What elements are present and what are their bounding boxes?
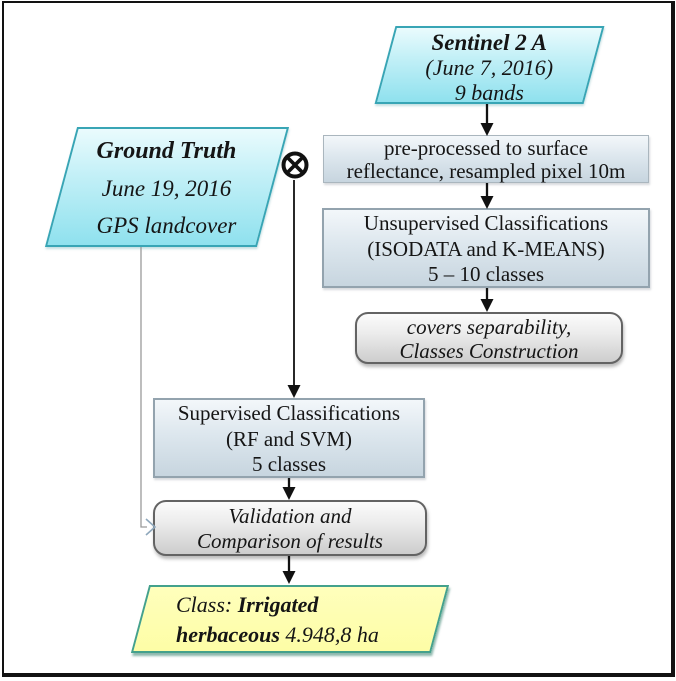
unsupervised-line1: Unsupervised Classifications bbox=[363, 211, 609, 235]
arrow-sentinel-to-preprocess bbox=[480, 104, 494, 136]
unsupervised-line2: (ISODATA and K-MEANS) bbox=[367, 236, 605, 261]
ground-truth-date: June 19, 2016 bbox=[101, 176, 232, 201]
node-output-class: Class: Irrigated herbaceous 4.948,8 ha bbox=[130, 585, 450, 653]
validation-line1: Validation and bbox=[228, 504, 352, 528]
output-line1: Class: Irrigated bbox=[176, 590, 438, 620]
output-class-name-1: Irrigated bbox=[237, 592, 319, 617]
ground-truth-source: GPS landcover bbox=[96, 213, 237, 238]
arrow-supervised-to-validation bbox=[282, 478, 296, 500]
arrow-merge-to-supervised bbox=[287, 180, 301, 398]
unsupervised-line3: 5 – 10 classes bbox=[427, 262, 545, 286]
merge-junction-icon bbox=[281, 151, 309, 179]
connector-ground-truth-to-validation bbox=[140, 247, 157, 536]
sentinel-bands: 9 bands bbox=[454, 80, 524, 105]
output-area-value: 4.948,8 ha bbox=[285, 622, 379, 647]
separability-line2: Classes Construction bbox=[399, 339, 579, 363]
output-class-name-2: herbaceous bbox=[176, 622, 286, 647]
validation-line2: Comparison of results bbox=[197, 529, 383, 553]
node-covers-separability: covers separability, Classes Constructio… bbox=[355, 312, 623, 364]
node-supervised-classification: Supervised Classifications (RF and SVM) … bbox=[153, 398, 425, 478]
arrow-validation-to-output bbox=[282, 556, 296, 584]
supervised-line3: 5 classes bbox=[251, 452, 327, 476]
preprocess-line2: reflectance, resampled pixel 10m bbox=[346, 158, 626, 183]
separability-line1: covers separability, bbox=[406, 315, 572, 339]
supervised-line2: (RF and SVM) bbox=[225, 426, 352, 451]
arrow-unsupervised-to-separability bbox=[480, 288, 494, 312]
output-line2: herbaceous 4.948,8 ha bbox=[176, 620, 438, 650]
node-unsupervised-classification: Unsupervised Classifications (ISODATA an… bbox=[322, 208, 650, 288]
sentinel-title: Sentinel 2 A bbox=[431, 30, 547, 55]
arrow-preprocess-to-unsupervised bbox=[480, 183, 494, 209]
ground-truth-title: Ground Truth bbox=[96, 138, 237, 164]
node-ground-truth-input: Ground Truth June 19, 2016 GPS landcover bbox=[44, 127, 290, 247]
supervised-line1: Supervised Classifications bbox=[177, 401, 401, 425]
sentinel-date: (June 7, 2016) bbox=[425, 55, 554, 80]
node-preprocessing: pre-processed to surface reflectance, re… bbox=[323, 135, 649, 183]
preprocess-line1: pre-processed to surface bbox=[383, 136, 589, 160]
output-class-prefix: Class: bbox=[176, 592, 238, 617]
node-sentinel-input: Sentinel 2 A (June 7, 2016) 9 bands bbox=[374, 26, 605, 105]
node-validation: Validation and Comparison of results bbox=[153, 500, 427, 556]
